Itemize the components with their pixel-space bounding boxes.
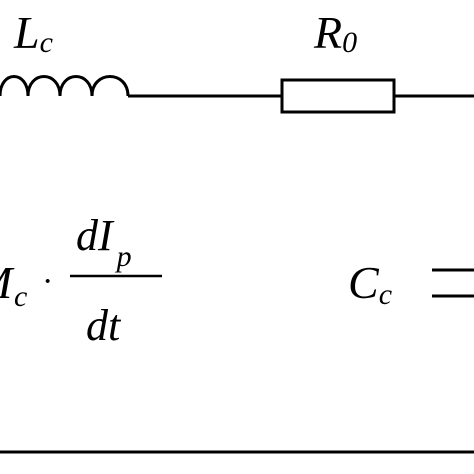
inductor-label: Lc	[13, 7, 53, 59]
inductor-symbol: L	[13, 7, 40, 58]
resistor-body	[280, 78, 396, 114]
resistor-subscript: 0	[342, 26, 357, 59]
capacitor-symbol: C	[348, 257, 380, 308]
inductor-coil	[0, 75, 130, 97]
source-subscript: c	[14, 280, 27, 313]
inductor-subscript: c	[40, 26, 53, 59]
capacitor-label: Cc	[348, 257, 392, 311]
numerator-d: dI	[76, 211, 115, 260]
resistor-symbol: R	[313, 7, 342, 58]
source-operator: ·	[42, 263, 53, 300]
resistor-label: R0	[313, 7, 357, 59]
capacitor-subscript: c	[379, 278, 392, 311]
numerator-subscript: p	[115, 240, 132, 273]
source-prefix: M	[0, 257, 15, 308]
fraction-denominator: dt	[86, 301, 122, 350]
